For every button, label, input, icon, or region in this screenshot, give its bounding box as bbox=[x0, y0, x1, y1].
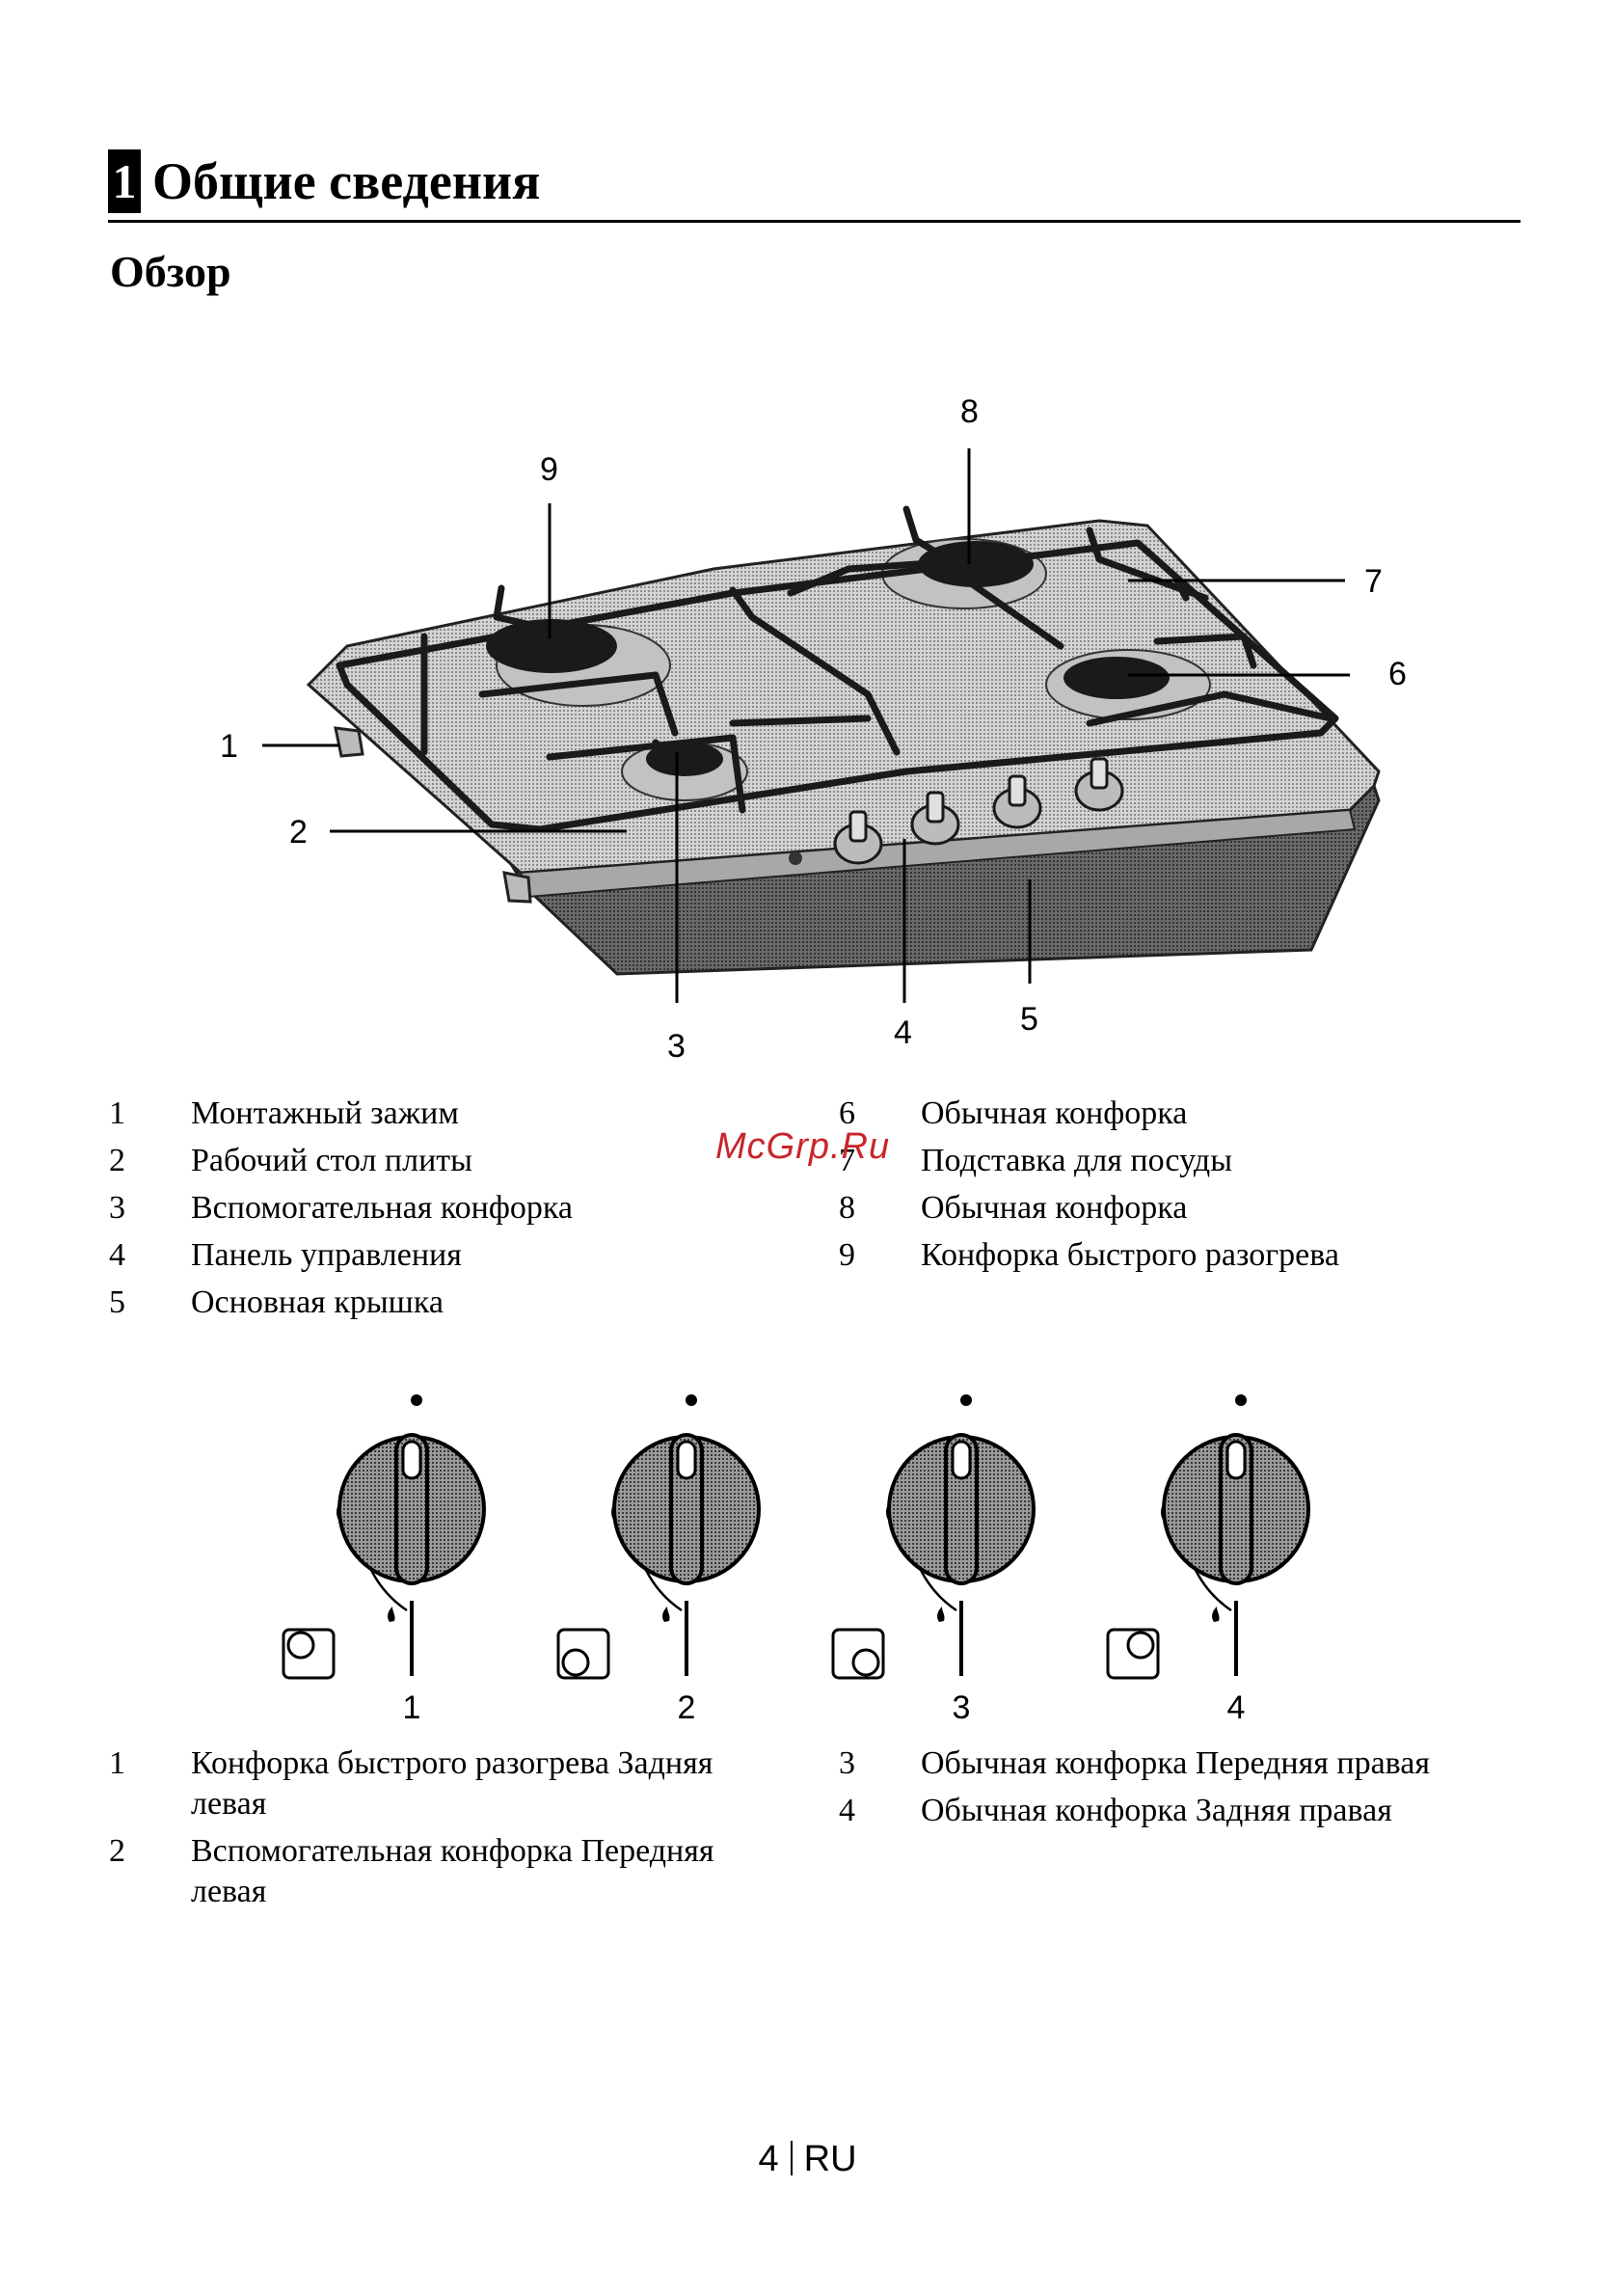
legend-label: Обычная конфорка Передняя правая bbox=[921, 1745, 1431, 1781]
legend-label: Панель управления bbox=[191, 1237, 462, 1273]
knob-3-icon bbox=[831, 1392, 1036, 1680]
legend-label: Обычная конфорка bbox=[921, 1095, 1188, 1131]
legend-num: 8 bbox=[839, 1190, 855, 1226]
knob-label-3: 3 bbox=[953, 1689, 971, 1726]
section-title: Обзор bbox=[110, 247, 231, 296]
legend-num: 5 bbox=[109, 1284, 125, 1320]
chapter-title: Общие сведения bbox=[152, 152, 541, 210]
legend-num: 7 bbox=[839, 1143, 855, 1178]
legend-label-cont: левая bbox=[191, 1874, 267, 1909]
legend-num: 6 bbox=[839, 1095, 855, 1131]
legend-label-cont: левая bbox=[191, 1786, 267, 1822]
knob-label-4: 4 bbox=[1227, 1689, 1246, 1726]
knob-1-icon bbox=[282, 1392, 486, 1680]
legend-label: Основная крышка bbox=[191, 1284, 444, 1320]
legend-num: 9 bbox=[839, 1237, 855, 1273]
legend-num: 1 bbox=[109, 1095, 125, 1131]
footer-separator bbox=[790, 2141, 793, 2175]
chapter-header: 1 Общие сведения bbox=[108, 145, 1521, 223]
knob-2-icon bbox=[556, 1392, 761, 1680]
legend-num: 4 bbox=[839, 1793, 855, 1828]
language-code: RU bbox=[803, 2139, 857, 2179]
page-number: 4 bbox=[758, 2139, 779, 2179]
legend-label: Конфорка быстрого разогрева Задняя bbox=[191, 1745, 713, 1781]
legend-num: 2 bbox=[109, 1833, 125, 1869]
knob-4-icon bbox=[1106, 1392, 1310, 1680]
legend-num: 3 bbox=[109, 1190, 125, 1226]
knob-label-2: 2 bbox=[678, 1689, 696, 1726]
legend-label: Конфорка быстрого разогрева bbox=[921, 1237, 1339, 1273]
callout-8: 8 bbox=[960, 393, 979, 430]
callout-7: 7 bbox=[1364, 563, 1383, 600]
legend-num: 1 bbox=[109, 1745, 125, 1781]
legend-label: Подставка для посуды bbox=[921, 1143, 1233, 1178]
watermark: McGrp.Ru bbox=[715, 1126, 891, 1167]
legend-label: Вспомогательная конфорка Передняя bbox=[191, 1833, 714, 1869]
legend-label: Обычная конфорка bbox=[921, 1190, 1188, 1226]
legend-label: Рабочий стол плиты bbox=[191, 1143, 472, 1178]
legend-label: Обычная конфорка Задняя правая bbox=[921, 1793, 1392, 1828]
legend-num: 3 bbox=[839, 1745, 855, 1781]
callout-6: 6 bbox=[1388, 656, 1407, 692]
knob-diagram: 1 2 3 4 bbox=[282, 1392, 1310, 1726]
legend-label: Монтажный зажим bbox=[191, 1095, 459, 1131]
chapter-number: 1 bbox=[108, 149, 141, 213]
hob-illustration: 1 2 3 4 5 6 7 8 9 bbox=[220, 393, 1407, 1065]
knob-label-1: 1 bbox=[403, 1689, 421, 1726]
callout-3: 3 bbox=[667, 1028, 686, 1065]
callout-4: 4 bbox=[894, 1014, 912, 1051]
legend-num: 2 bbox=[109, 1143, 125, 1178]
callout-2: 2 bbox=[289, 814, 308, 851]
callout-5: 5 bbox=[1020, 1001, 1038, 1038]
callout-1: 1 bbox=[220, 728, 238, 765]
legend-label: Вспомогательная конфорка bbox=[191, 1190, 573, 1226]
callout-9: 9 bbox=[540, 451, 558, 488]
legend-num: 4 bbox=[109, 1237, 125, 1273]
page-footer: 4 RU bbox=[0, 2139, 1615, 2180]
